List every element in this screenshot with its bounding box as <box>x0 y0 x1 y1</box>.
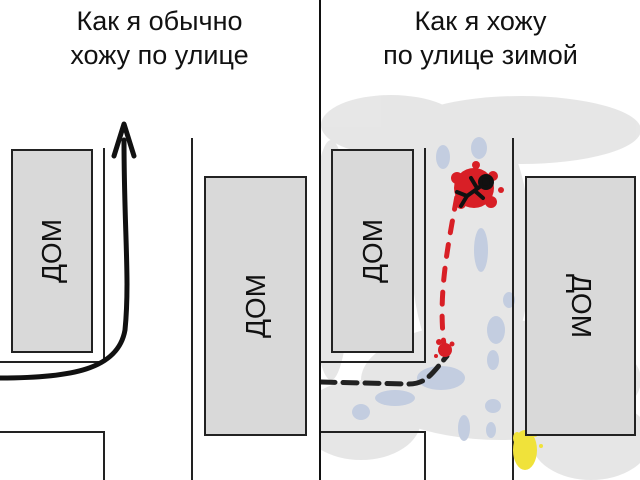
panel-normal-walk: Как я обычно хожу по улице ДОМ ДОМ <box>0 0 319 480</box>
yellow-snow-icon <box>513 427 543 470</box>
caption-line: по улице зимой <box>383 40 578 70</box>
arrow-head-icon <box>111 121 137 159</box>
house-block: ДОМ <box>204 176 307 436</box>
house-label: ДОМ <box>565 273 597 339</box>
blood-trail-line <box>439 193 460 355</box>
caption-line: хожу по улице <box>70 40 249 70</box>
curb-line <box>321 148 426 363</box>
caption-left: Как я обычно хожу по улице <box>0 4 319 72</box>
walking-path-line <box>321 353 450 387</box>
left-street-lines <box>0 121 193 480</box>
house-label: ДОМ <box>36 218 67 284</box>
walking-path-line <box>0 137 130 381</box>
curb-line <box>0 431 105 480</box>
panel-winter-walk: Как я хожу по улице зимой ДОМ ДОМ <box>321 0 640 480</box>
house-block: ДОМ <box>525 176 636 436</box>
caption-right: Как я хожу по улице зимой <box>321 4 640 72</box>
blood-splat <box>434 339 455 358</box>
house-block: ДОМ <box>331 149 414 353</box>
house-label: ДОМ <box>239 273 271 339</box>
house-block: ДОМ <box>11 149 93 353</box>
fallen-person-icon <box>455 174 494 208</box>
house-label: ДОМ <box>356 218 388 284</box>
caption-line: Как я хожу <box>414 6 547 36</box>
caption-line: Как я обычно <box>76 6 243 36</box>
curb-line <box>321 431 426 480</box>
